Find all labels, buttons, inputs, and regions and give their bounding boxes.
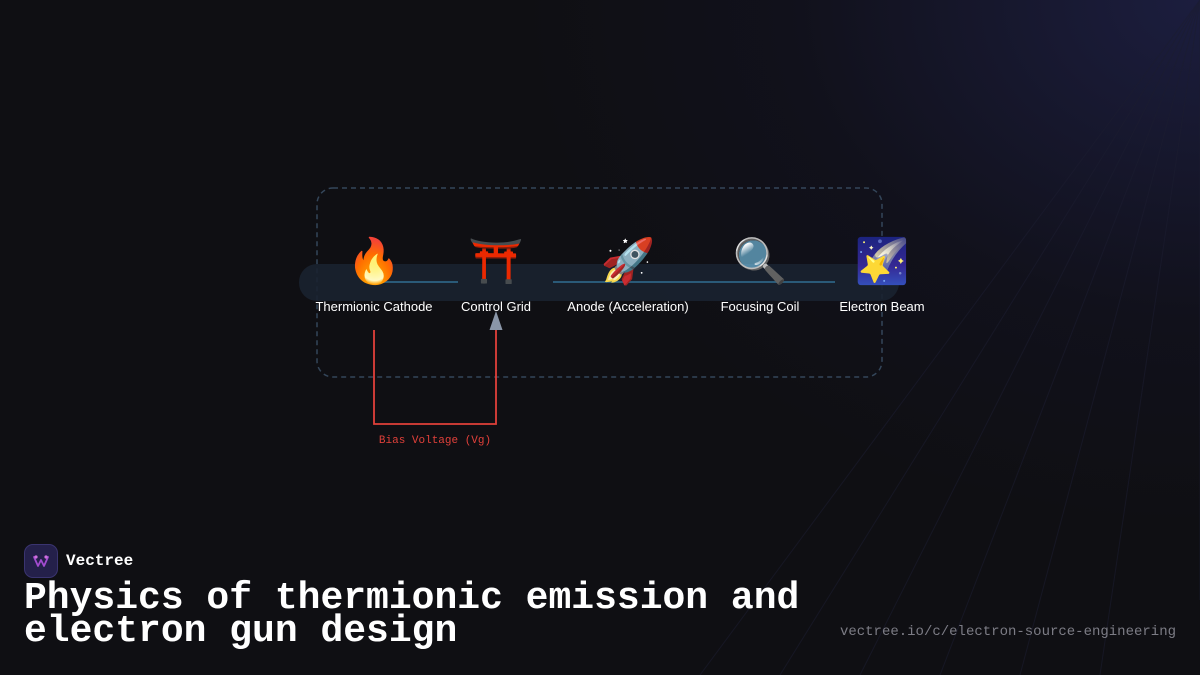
- node-cathode: 🔥 Thermionic Cathode: [315, 236, 432, 314]
- node-label: Electron Beam: [839, 299, 924, 314]
- node-label: Focusing Coil: [721, 299, 800, 314]
- node-label: Thermionic Cathode: [315, 299, 432, 314]
- nodes-layer: 🔥 Thermionic Cathode ⛩️ Control Grid 🚀 Anode …: [315, 233, 924, 314]
- vectree-logo-icon: [24, 544, 58, 578]
- rocket-icon: 🚀: [601, 236, 656, 286]
- node-coil: 🔍 Focusing Coil: [721, 233, 800, 314]
- fire-icon: 🔥: [347, 236, 402, 286]
- node-beam: 🌠 Electron Beam: [839, 236, 924, 314]
- brand: Vectree: [24, 544, 133, 578]
- shooting-star-icon: 🌠: [855, 236, 910, 286]
- edge-arrowhead: [489, 311, 503, 330]
- torii-gate-icon: ⛩️: [469, 237, 524, 286]
- page-url: vectree.io/c/electron-source-engineering: [839, 624, 1176, 640]
- edge-label: Bias Voltage (Vg): [379, 435, 491, 447]
- brand-name: Vectree: [66, 552, 134, 570]
- page-title: Physics of thermionic emission and elect…: [24, 577, 800, 653]
- magnifying-glass-icon: 🔍: [733, 233, 788, 286]
- edge-path: [373, 328, 497, 425]
- node-label: Control Grid: [461, 299, 531, 314]
- edge-bias-voltage: Bias Voltage (Vg): [373, 311, 503, 447]
- node-label: Anode (Acceleration): [567, 299, 688, 314]
- node-grid: ⛩️ Control Grid: [461, 237, 531, 314]
- node-anode: 🚀 Anode (Acceleration): [567, 236, 688, 314]
